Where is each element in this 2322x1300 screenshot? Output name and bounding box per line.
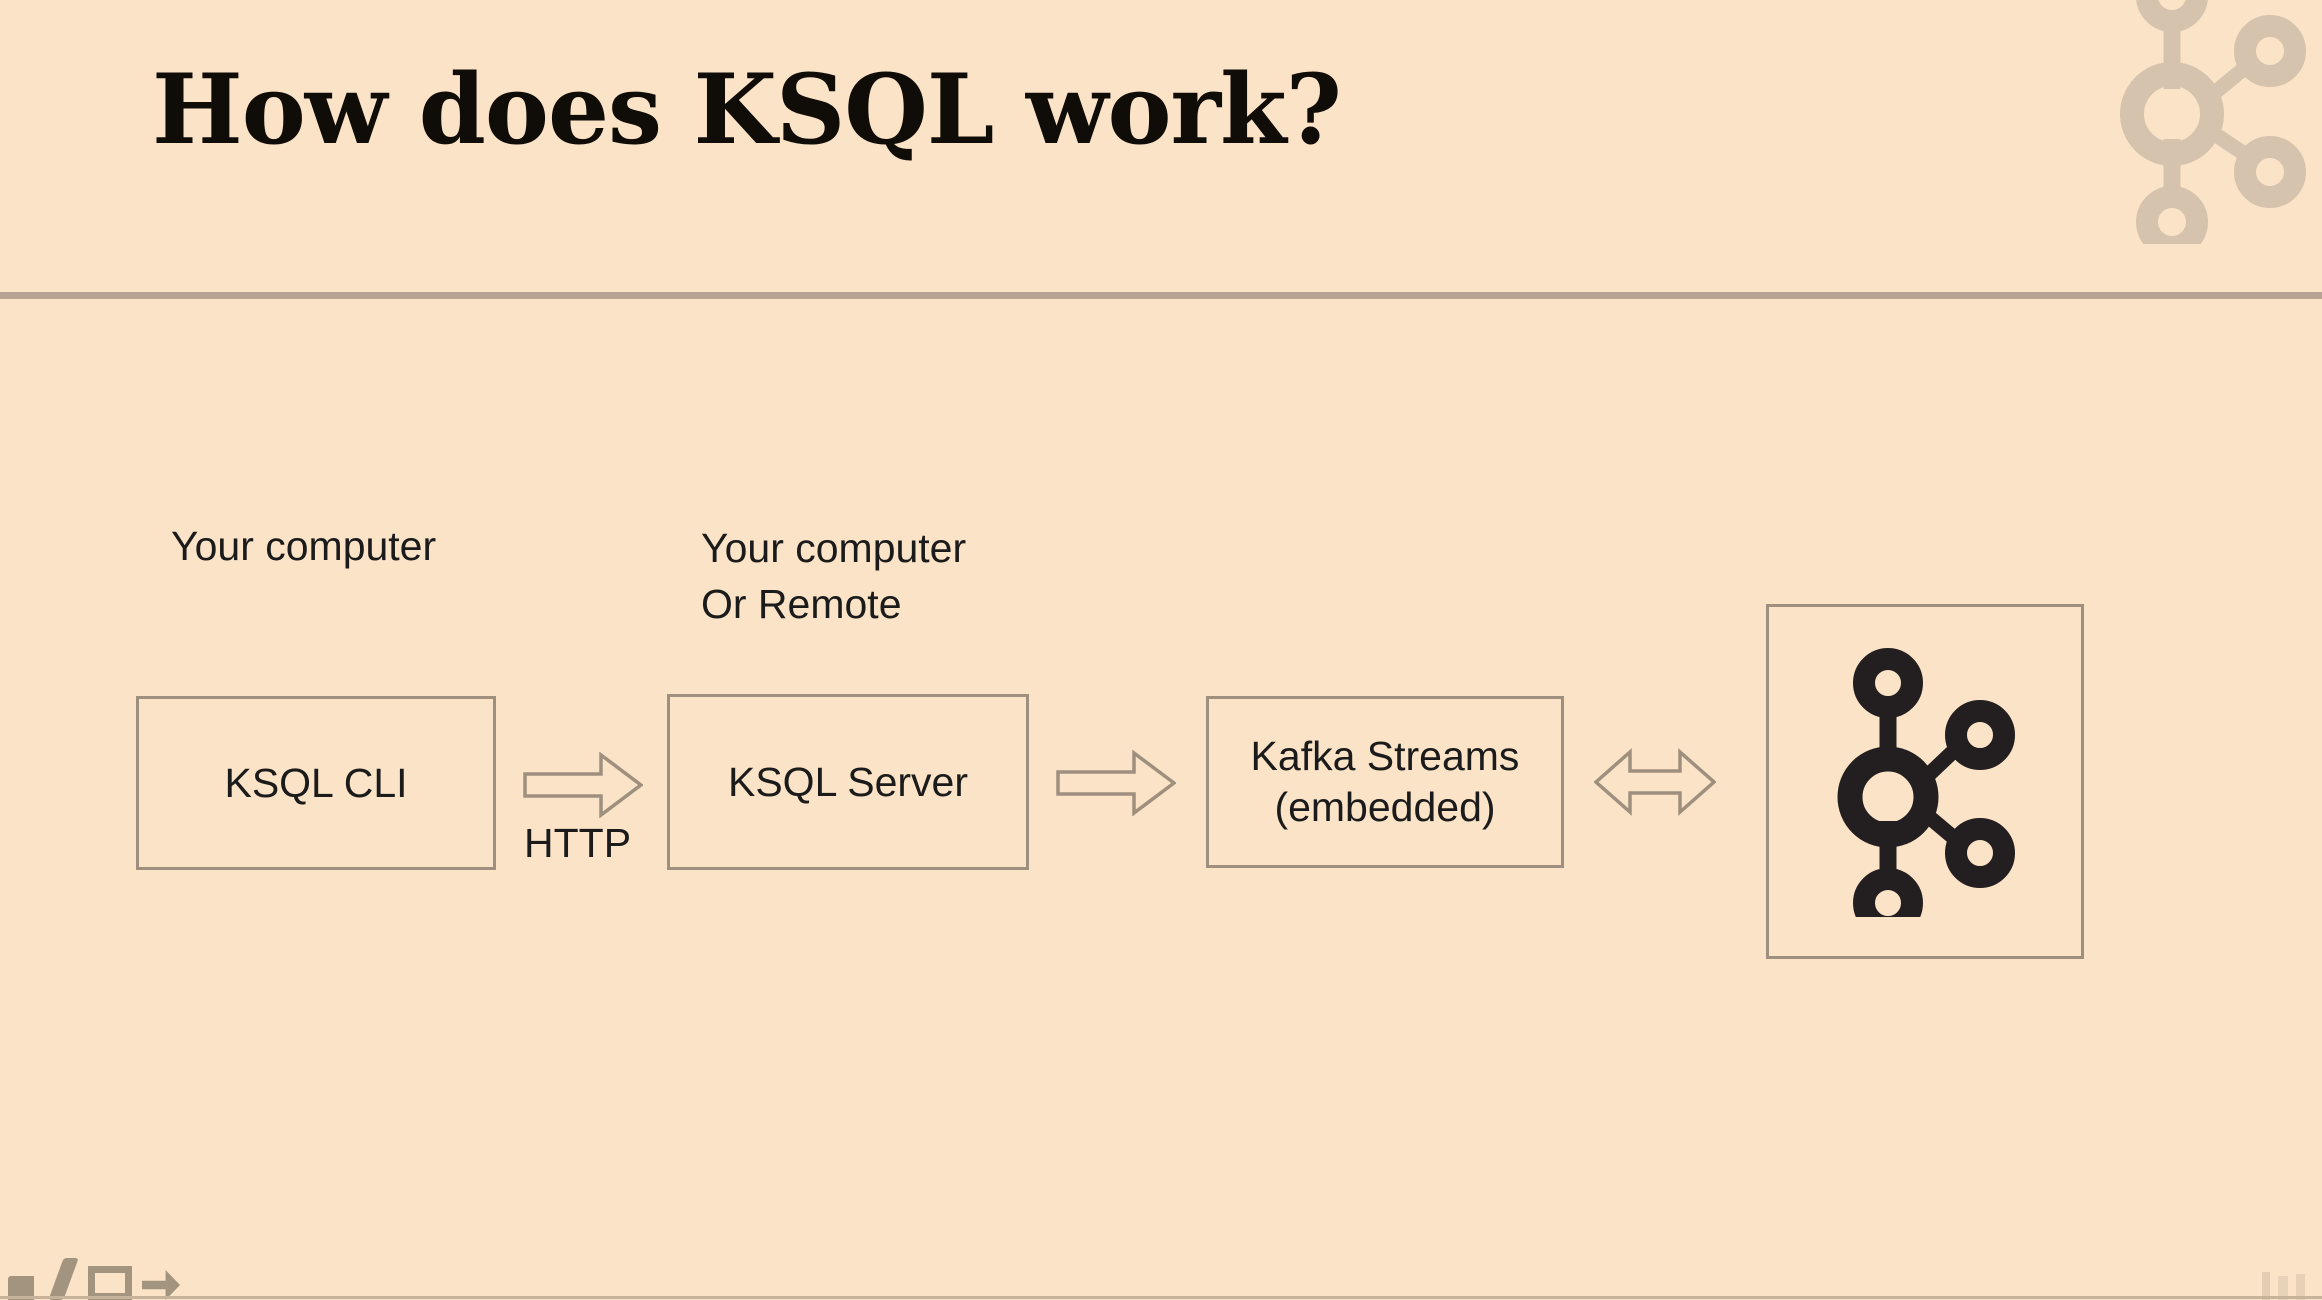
zone-label-your-computer: Your computer bbox=[171, 523, 437, 569]
toolbar-mark-right-2 bbox=[2278, 1276, 2288, 1300]
toolbar-mark-right-1 bbox=[2262, 1272, 2270, 1300]
node-kafka-streams[interactable]: Kafka Streams (embedded) bbox=[1206, 696, 1564, 868]
kafka-logo-icon bbox=[1832, 647, 2018, 917]
zone-label-your-computer-or-remote: Your computer Or Remote bbox=[701, 525, 967, 627]
header-divider bbox=[0, 292, 2322, 299]
bottom-divider bbox=[0, 1296, 2322, 1299]
node-kafka-streams-label: Kafka Streams (embedded) bbox=[1250, 733, 1520, 830]
arrow-left-right-icon bbox=[1594, 748, 1716, 816]
eraser-icon[interactable] bbox=[88, 1266, 132, 1300]
page-title: How does KSQL work? bbox=[152, 53, 1342, 166]
arrow-right-icon bbox=[1056, 750, 1176, 816]
node-ksql-server-label: KSQL Server bbox=[727, 758, 968, 805]
arrow-label-http: HTTP bbox=[524, 820, 632, 866]
arrow-right-icon bbox=[523, 752, 643, 818]
node-ksql-cli-label: KSQL CLI bbox=[224, 759, 408, 806]
node-ksql-server[interactable]: KSQL Server bbox=[667, 694, 1029, 870]
node-kafka-cluster[interactable] bbox=[1766, 604, 2084, 959]
kafka-logo-icon bbox=[2112, 0, 2322, 244]
node-ksql-cli[interactable]: KSQL CLI bbox=[136, 696, 496, 870]
slide-header: How does KSQL work? bbox=[0, 0, 2322, 299]
toolbar-mark-right-3 bbox=[2296, 1274, 2305, 1300]
